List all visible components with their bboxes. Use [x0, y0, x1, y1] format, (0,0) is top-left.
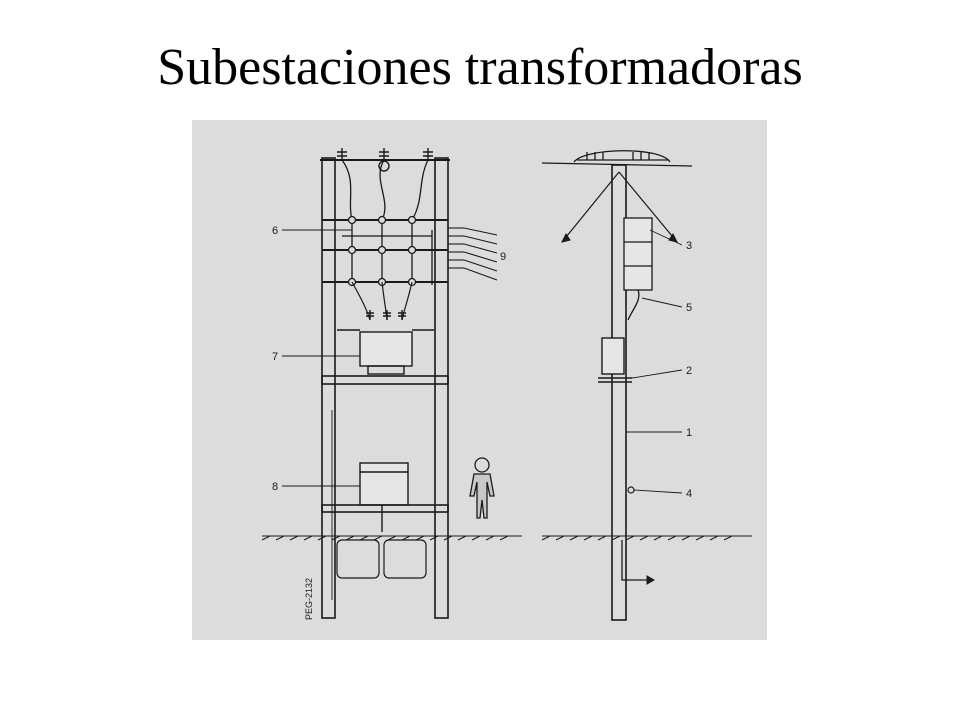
callout-label-1: 1: [686, 427, 692, 439]
ground-line: [261, 535, 522, 541]
side-terminals: [448, 227, 498, 281]
callout-label-8: 8: [272, 481, 278, 493]
left-pole: [321, 157, 336, 619]
front-view: [261, 148, 522, 619]
callout-label-6: 6: [272, 225, 278, 237]
callout-label-5: 5: [686, 302, 692, 314]
meter-cabinet: [359, 462, 409, 532]
side-transformer: [598, 337, 632, 383]
slide-title: Subestaciones transformadoras: [157, 39, 803, 96]
substation-drawing: 6 7 8 9 3 5 2 1 4 PEG-2132: [192, 120, 767, 640]
person-silhouette: [469, 457, 495, 519]
callout-label-4: 4: [686, 488, 692, 500]
fuse-assembly: [623, 217, 653, 321]
pole-transformer: [337, 310, 434, 375]
drawing-code: PEG-2132: [304, 578, 314, 620]
callout-label-2: 2: [686, 365, 692, 377]
callout-label-7: 7: [272, 351, 278, 363]
disconnect-switches: [342, 215, 433, 287]
substation-diagram: 6 7 8 9 3 5 2 1 4 PEG-2132: [192, 120, 767, 640]
callout-label-9: 9: [500, 251, 506, 263]
callout-label-3: 3: [686, 240, 692, 252]
top-rack: [541, 150, 693, 167]
side-view: [541, 150, 752, 621]
right-pole: [434, 157, 449, 619]
